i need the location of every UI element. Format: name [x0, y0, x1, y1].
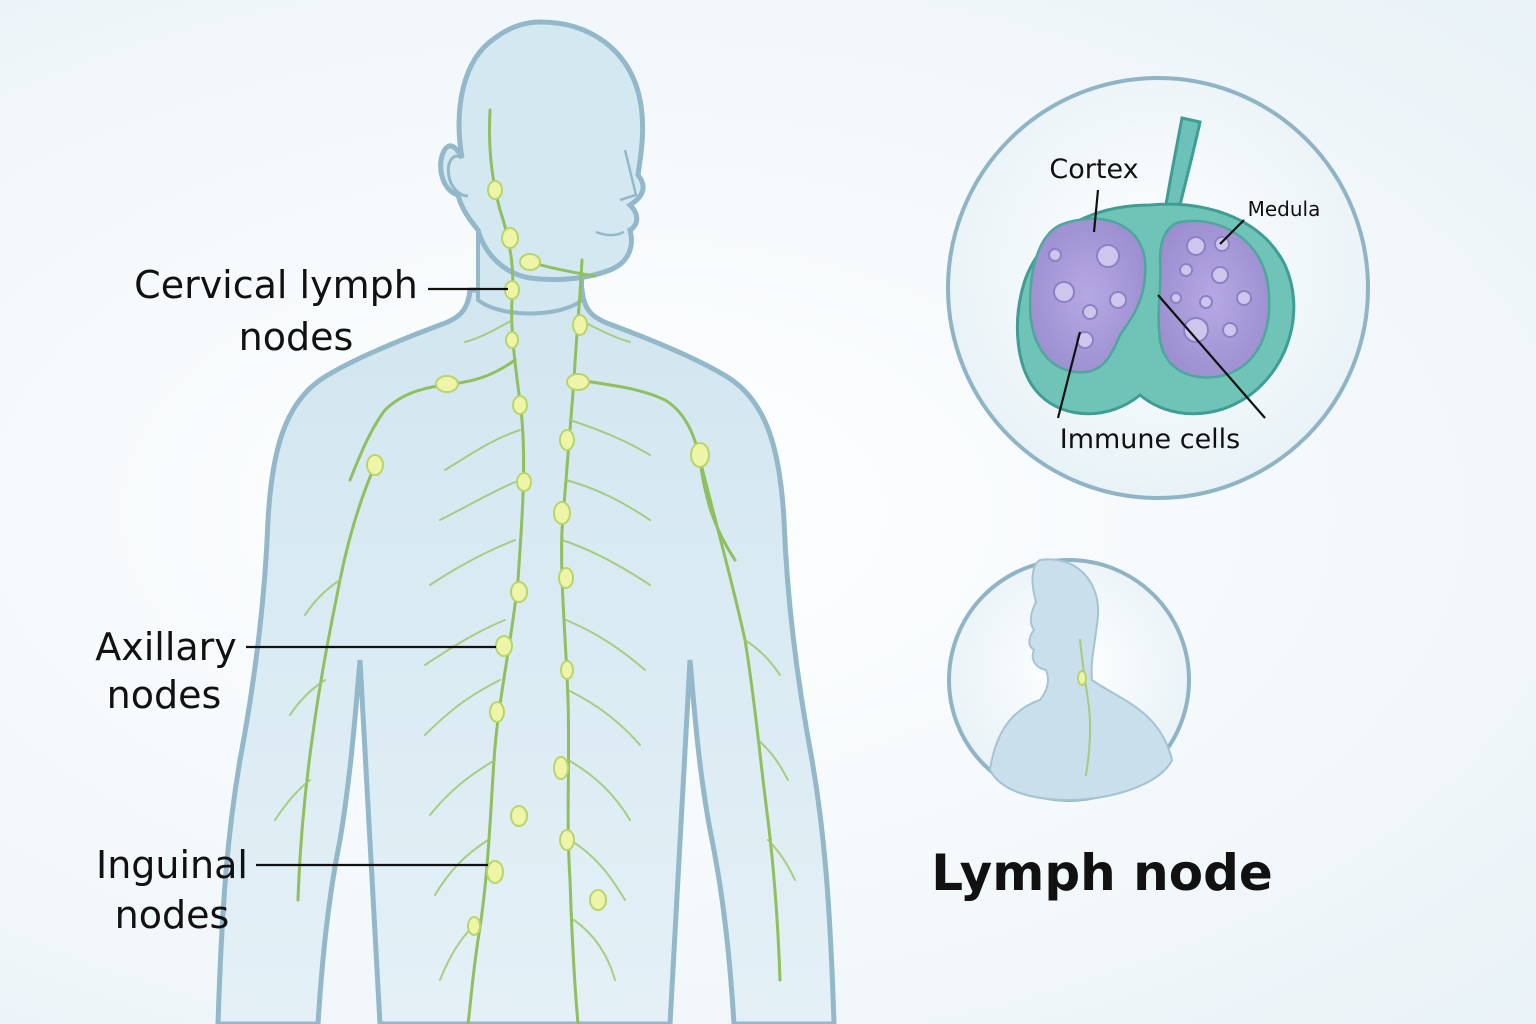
node	[435, 375, 459, 393]
node	[519, 253, 541, 271]
node	[589, 889, 607, 911]
node	[516, 472, 532, 492]
nose	[619, 149, 638, 202]
neck-vessel	[1079, 639, 1092, 776]
ear	[446, 154, 469, 198]
node	[559, 429, 575, 451]
node	[366, 454, 384, 476]
node	[487, 180, 503, 200]
node	[501, 227, 519, 249]
lymph-nodes	[366, 180, 710, 936]
node	[512, 395, 528, 415]
inguinal-callout: Inguinal nodes	[96, 843, 488, 937]
cervical-label-line2: nodes	[239, 315, 354, 359]
immune-cell-follicles	[1048, 236, 1252, 349]
node	[505, 331, 519, 349]
node-cross-section-panel: Cortex Medula Immune cells	[946, 76, 1370, 500]
mouth	[595, 230, 625, 237]
node	[495, 635, 513, 657]
node	[486, 860, 504, 884]
head	[438, 19, 646, 283]
human-body-figure	[215, 19, 837, 1024]
node	[559, 829, 575, 851]
node	[558, 567, 574, 589]
diagram-title: Lymph node	[931, 844, 1273, 902]
node	[553, 501, 571, 525]
node	[510, 581, 528, 603]
node	[560, 660, 574, 680]
axillary-callout: Axillary nodes	[95, 625, 496, 717]
node	[467, 916, 481, 936]
immune-cells-leader-right	[1157, 294, 1266, 419]
node	[572, 314, 588, 336]
medula-label: Medula	[1248, 197, 1321, 221]
cortex-leader-line	[1092, 189, 1100, 233]
immune-cells-leader-left	[1056, 331, 1082, 419]
node	[566, 373, 590, 391]
inguinal-label-line2: nodes	[115, 893, 230, 937]
node	[489, 701, 505, 723]
immune-cells-label: Immune cells	[1060, 424, 1241, 455]
cervical-callout: Cervical lymph nodes	[134, 263, 508, 359]
neck-location-panel	[947, 558, 1191, 802]
medula-leader-line	[1219, 219, 1245, 245]
inguinal-label-line1: Inguinal	[96, 843, 248, 887]
node	[553, 756, 569, 780]
node	[690, 442, 710, 468]
axillary-label-line1: Axillary	[95, 625, 237, 669]
node	[510, 805, 528, 827]
cortex-label: Cortex	[1049, 154, 1138, 185]
neck-node	[1077, 670, 1087, 686]
axillary-label-line2: nodes	[107, 673, 222, 717]
cervical-label-line1: Cervical lymph	[134, 263, 418, 307]
